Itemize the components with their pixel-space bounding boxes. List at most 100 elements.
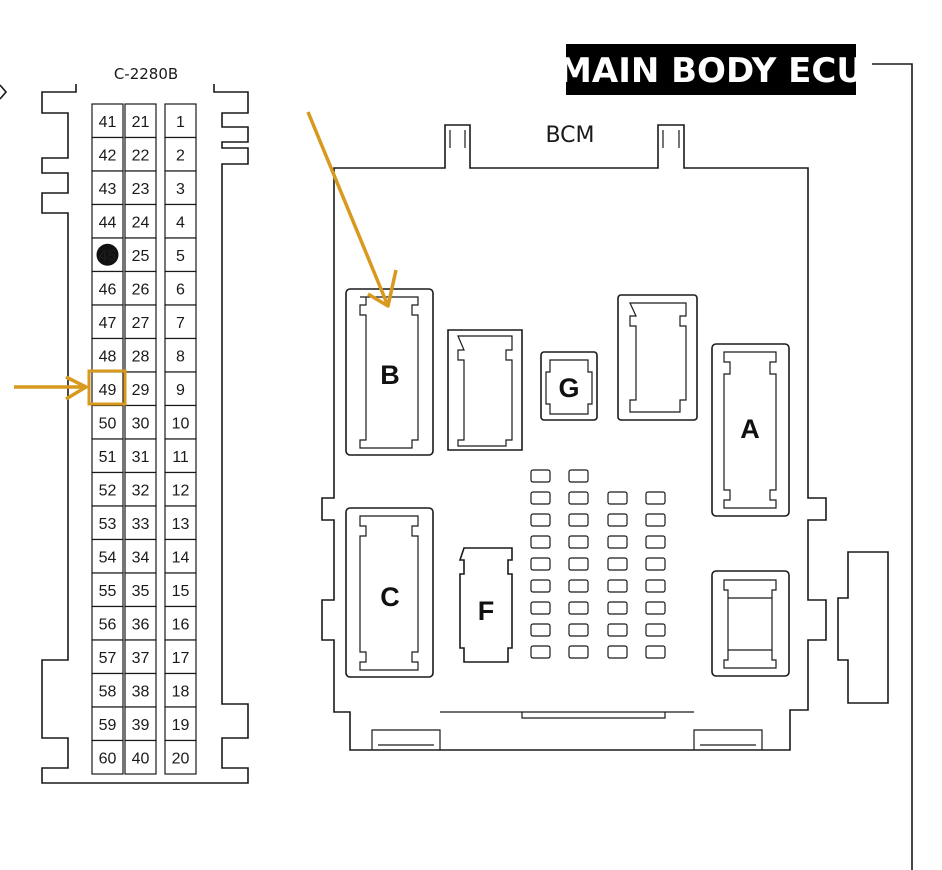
fuse-slot: [607, 623, 628, 637]
pin-grid: 4142434445464748495051525354555657585960…: [91, 103, 197, 775]
title-background: [566, 44, 856, 95]
pin-cell: [91, 639, 124, 675]
pin-cell: [91, 572, 124, 608]
fuse-slot: [568, 535, 589, 549]
connector-c-label: C: [380, 582, 400, 612]
pin-number: 1: [176, 114, 185, 131]
pin-cell: [91, 505, 124, 541]
pin-number: 12: [172, 482, 190, 499]
pin-cell: [124, 572, 157, 608]
pin-number: 19: [172, 717, 190, 734]
bottom-foot-right: [693, 729, 763, 750]
pin-cell: [164, 538, 197, 574]
module-label: BCM: [545, 123, 594, 148]
connector-unlabeled-3: [711, 570, 790, 677]
pin-cell: [91, 739, 124, 775]
pin-number: 36: [132, 616, 150, 633]
pin-cell: [124, 505, 157, 541]
pin-cell: [91, 337, 124, 373]
pin-cell: [91, 471, 124, 507]
pin-cell: [164, 304, 197, 340]
pin-number: 16: [172, 616, 190, 633]
fuse-slot: [645, 579, 666, 593]
pin-number: 21: [132, 114, 150, 131]
pin-number: 37: [132, 650, 150, 667]
pin-number: 2: [176, 147, 185, 164]
fuse-slot: [568, 491, 589, 505]
pin-number: 43: [99, 181, 117, 198]
connector-b-label: B: [380, 360, 400, 390]
pin-cell: [91, 706, 124, 742]
pin-number: 52: [99, 482, 117, 499]
pin-number: 18: [172, 683, 190, 700]
fuse-slot: [568, 557, 589, 571]
pin-number: 46: [99, 281, 117, 298]
pin-number: 22: [132, 147, 150, 164]
fuse-slot: [607, 491, 628, 505]
fuse-slot: [645, 491, 666, 505]
pin-filled-marker: [96, 243, 119, 266]
arrow-to-pin-49-icon: [14, 375, 88, 401]
fuse-slot: [530, 513, 551, 527]
pin-cell: [124, 371, 157, 407]
pin-number: 54: [99, 549, 117, 566]
pin-number: 17: [172, 650, 190, 667]
fuse-slot: [568, 623, 589, 637]
fuse-slot: [607, 557, 628, 571]
connector-c: C: [345, 507, 434, 678]
fuse-slot: [568, 469, 589, 483]
pin-number: 3: [176, 181, 185, 198]
pin-number: 13: [172, 516, 190, 533]
pin-number: 55: [99, 583, 117, 600]
pin-cell: [124, 337, 157, 373]
pin-cell: [91, 672, 124, 708]
pin-number: 27: [132, 315, 150, 332]
pin-number: 14: [172, 549, 190, 566]
pin-number: 50: [99, 415, 117, 432]
fuse-slot: [568, 601, 589, 615]
fuse-slot: [530, 469, 551, 483]
pin-cell: [124, 538, 157, 574]
pin-number: 26: [132, 281, 150, 298]
connector-g-label: G: [558, 373, 579, 403]
pin-number: 32: [132, 482, 150, 499]
fuse-slot: [530, 579, 551, 593]
pin-cell: [164, 404, 197, 440]
fuse-slot: [568, 579, 589, 593]
pin-cell: [124, 203, 157, 239]
pin-number: 8: [176, 348, 185, 365]
connector-outline: [41, 84, 249, 784]
pin-number: 41: [99, 114, 117, 131]
fuse-slot: [607, 601, 628, 615]
connector-f-label: F: [478, 596, 495, 626]
side-tab: [837, 551, 889, 704]
pin-cell: [91, 371, 124, 407]
left-edge-arrow-icon: [0, 84, 8, 100]
fuse-slot: [530, 645, 551, 659]
fuse-slot: [530, 601, 551, 615]
pin-number: 29: [132, 382, 150, 399]
pin-cell: [124, 672, 157, 708]
pin-cell: [91, 136, 124, 172]
pin-number: 51: [99, 449, 117, 466]
fuse-slots: [530, 469, 666, 659]
fuse-slot: [530, 535, 551, 549]
page-title: MAIN BODY ECU: [558, 51, 864, 91]
bcm-outline: [321, 124, 827, 751]
fuse-slot: [607, 645, 628, 659]
pin-number: 53: [99, 516, 117, 533]
pin-number: 45: [99, 248, 117, 265]
connector-f: F: [458, 547, 513, 663]
pin-number: 38: [132, 683, 150, 700]
pin-cell: [124, 706, 157, 742]
pin-number: 25: [132, 248, 150, 265]
pin-number: 33: [132, 516, 150, 533]
fuse-slot: [645, 513, 666, 527]
pin-number: 24: [132, 214, 150, 231]
fuse-slot: [530, 491, 551, 505]
connector-a-label: A: [740, 414, 760, 444]
connector-g: G: [540, 351, 598, 421]
connector-b: B: [345, 288, 434, 456]
pin-number: 6: [176, 281, 185, 298]
bottom-rail: [440, 711, 694, 719]
